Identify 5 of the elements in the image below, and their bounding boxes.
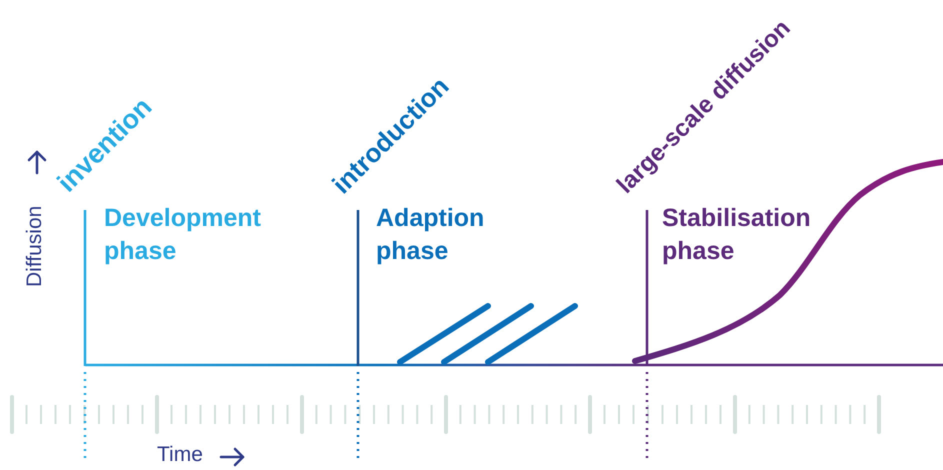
phase-label: Stabilisation phase	[662, 203, 812, 267]
axis-label: Diffusion	[24, 206, 45, 287]
axis-label: Time	[157, 444, 203, 465]
phase-label: Development phase	[104, 203, 262, 267]
phase-label: Adaption phase	[376, 203, 486, 267]
